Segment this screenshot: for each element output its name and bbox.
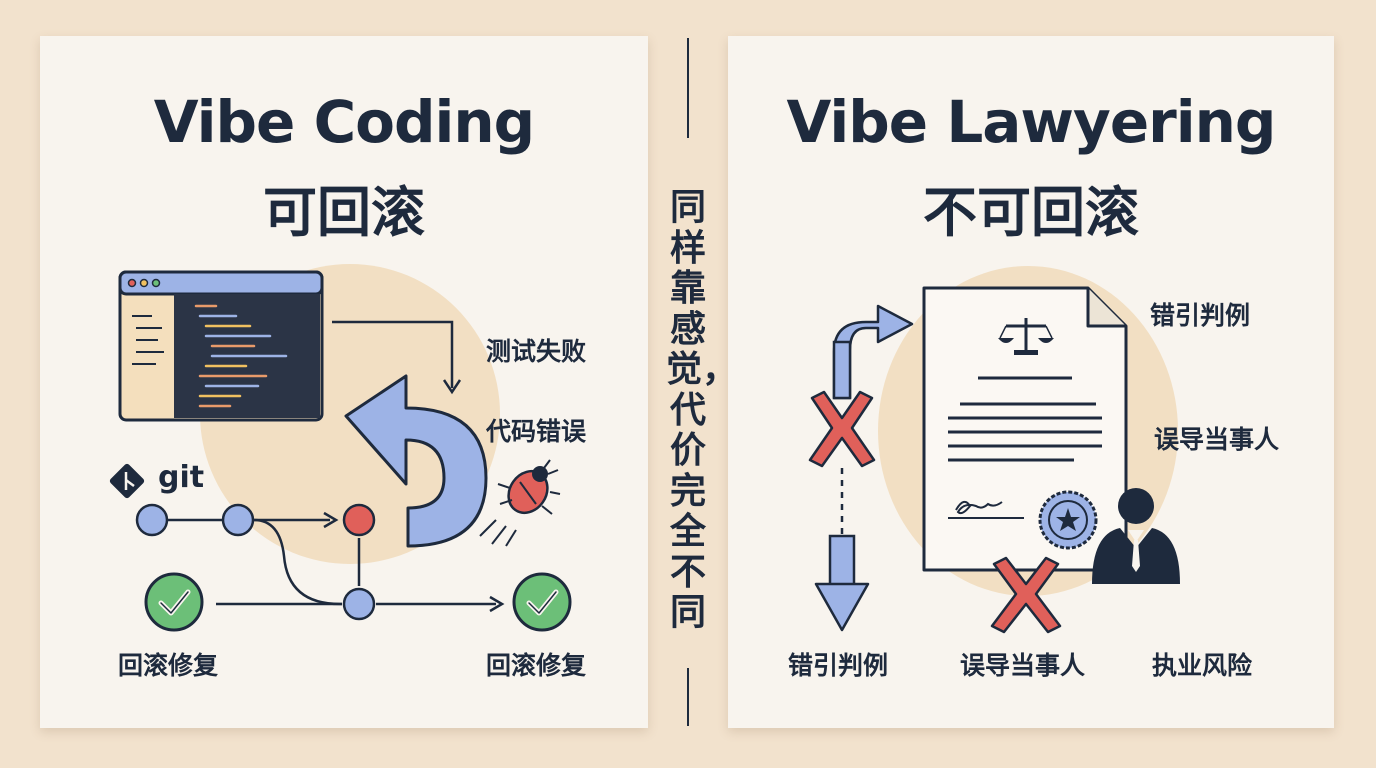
divider-line-bottom <box>687 668 689 726</box>
x-mark-icon <box>990 556 1062 634</box>
vibe-lawyering-title: Vibe Lawyering <box>786 88 1277 156</box>
git-logo-icon <box>109 463 145 499</box>
undo-arrow-icon <box>344 374 488 548</box>
code-error-label: 代码错误 <box>486 417 587 446</box>
vibe-coding-panel: Vibe Coding 可回滚 <box>40 36 648 728</box>
mislead-client-label: 误导当事人 <box>960 651 1086 680</box>
check-icon <box>512 572 572 632</box>
rollback-possible-subtitle: 可回滚 <box>263 181 425 244</box>
divider-caption: 同样靠感觉，代价完全不同 <box>666 187 739 633</box>
rollback-impossible-subtitle: 不可回滚 <box>923 181 1139 244</box>
rollback-fix-label: 回滚修复 <box>486 651 587 680</box>
wrong-case-label: 错引判例 <box>1150 301 1251 330</box>
seal-icon <box>1038 490 1098 550</box>
bug-icon <box>479 459 561 547</box>
broken-arrow-icon <box>814 304 914 632</box>
practice-risk-label: 执业风险 <box>1152 651 1253 680</box>
lawyer-icon <box>1092 488 1180 584</box>
test-failed-label: 测试失败 <box>486 337 587 366</box>
check-icon <box>144 572 204 632</box>
wrong-case-label: 错引判例 <box>788 651 889 680</box>
x-mark-icon <box>808 390 876 468</box>
git-graph <box>135 503 505 621</box>
divider-line-top <box>687 38 689 138</box>
scales-icon <box>998 318 1054 355</box>
mislead-client-label: 误导当事人 <box>1154 425 1280 454</box>
center-divider: 同样靠感觉，代价完全不同 <box>648 36 739 728</box>
git-label: git <box>158 460 205 495</box>
code-editor-icon <box>118 270 324 422</box>
rollback-fix-label: 回滚修复 <box>118 651 219 680</box>
vibe-coding-title: Vibe Coding <box>153 88 535 156</box>
vibe-lawyering-panel: Vibe Lawyering 不可回滚 <box>728 36 1334 728</box>
